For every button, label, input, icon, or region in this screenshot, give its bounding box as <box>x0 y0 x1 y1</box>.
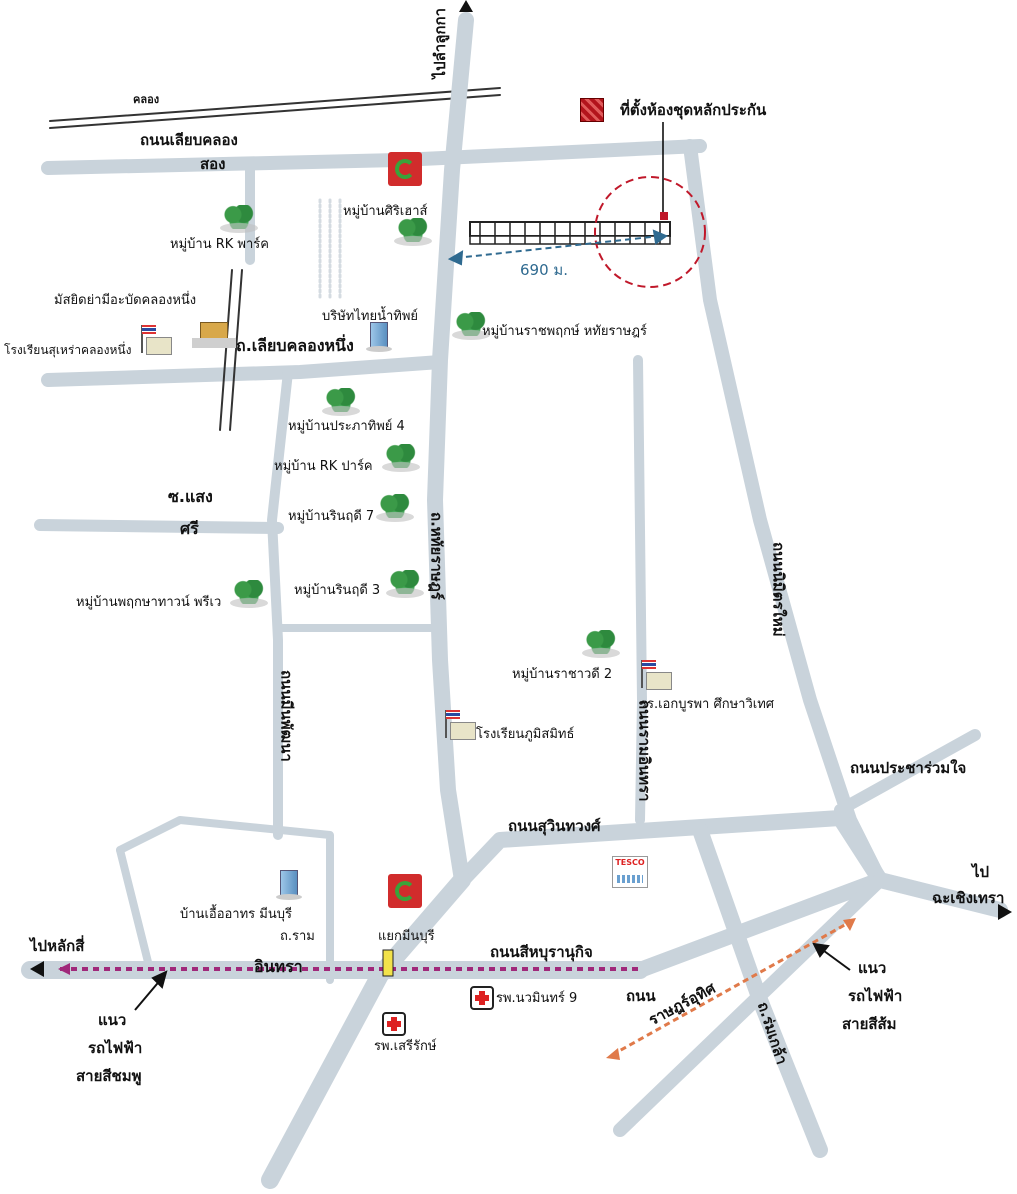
legend-swatch <box>580 98 604 122</box>
target-marker <box>660 212 668 220</box>
label-village-rinthip-7: หมู่บ้านรินฤดี 7 <box>288 509 375 524</box>
road-suwinthawong-ext <box>872 872 1008 918</box>
distance-arrow <box>447 229 669 266</box>
tree-icon <box>230 580 268 610</box>
tree-icon <box>582 630 620 660</box>
tesco-logo: TESCO <box>612 856 648 888</box>
label-pai-lak-si: ไปหลักสี่ <box>30 937 85 955</box>
label-village-phruksa-town: หมู่บ้านพฤกษาทาวน์ พรีเว <box>76 595 222 610</box>
tree-icon <box>452 312 490 342</box>
road-main-diag <box>261 871 471 1189</box>
canal-vertical <box>219 269 243 431</box>
arrow-left-icon <box>30 961 44 977</box>
label-village-ratchaphruk: หมู่บ้านราชพฤกษ์ หทัยราษฎร์ <box>482 324 648 339</box>
label-village-rk-park: หมู่บ้าน RK ปาร์ค <box>274 459 373 474</box>
legend-label: ที่ตั้งห้องชุดหลักประกัน <box>620 101 767 119</box>
label-school-sutheerat: โรงเรียนสุเหร่าคลองหนึ่ง <box>4 343 132 357</box>
building-icon <box>366 322 392 352</box>
road-lower-left <box>116 816 334 984</box>
label-pink-line-3: สายสีชมพู <box>76 1067 142 1085</box>
building-icon <box>276 870 302 900</box>
distance-label: 690 ม. <box>520 261 569 279</box>
road-lower-left-2 <box>116 846 154 974</box>
road-suwinthawong <box>454 810 888 888</box>
label-orange-line-3: สายสีส้ม <box>842 1015 897 1033</box>
label-baan-uea-arthorn: บ้านเอื้ออาทร มีนบุรี <box>180 907 292 922</box>
mosque-icon <box>192 318 236 348</box>
tree-icon <box>382 444 420 474</box>
tree-icon <box>394 218 432 248</box>
tree-icon <box>220 205 258 235</box>
label-hospital-serirak: รพ.เสรีรักษ์ <box>374 1039 437 1054</box>
pink-pointer <box>134 970 168 1011</box>
road-lam-luk-ka <box>427 12 474 888</box>
label-song: สอง <box>200 155 226 173</box>
label-sri: ศรี <box>180 519 199 538</box>
tree-icon <box>386 570 424 600</box>
orange-pointer <box>812 942 851 971</box>
label-village-rk-park-top: หมู่บ้าน RK พาร์ค <box>170 237 269 252</box>
label-village-prachathip: หมู่บ้านประภาทิพย์ 4 <box>288 419 405 434</box>
label-soi-saeng: ซ.แสง <box>168 487 213 506</box>
label-hospital-nawamin: รพ.นวมินทร์ 9 <box>496 991 578 1006</box>
label-village-ratchawadi-2: หมู่บ้านราชาวดี 2 <box>512 667 613 682</box>
label-village-rinthip-3: หมู่บ้านรินฤดี 3 <box>294 583 381 598</box>
canal <box>49 87 501 129</box>
label-pai-2: ฉะเชิงเทรา <box>932 889 1005 907</box>
road-inner-2 <box>267 367 293 840</box>
bigc-logo-bottom <box>388 874 422 908</box>
label-pink-line-2: รถไฟฟ้า <box>88 1039 143 1057</box>
arrow-right-icon <box>998 904 1012 920</box>
hospital-icon <box>470 986 494 1010</box>
junction-marker <box>382 949 394 977</box>
road-si-hburanukit <box>632 872 888 978</box>
road-rom-klao <box>613 873 887 1137</box>
label-mosque: มัสยิดย่ามีอะบัดคลองหนึ่ง <box>54 293 197 308</box>
road-faint <box>318 198 342 302</box>
road-liab-khlong <box>41 139 707 175</box>
label-ram: ถ.ราม <box>280 929 315 944</box>
label-pink-line-1: แนว <box>98 1011 127 1029</box>
rail-track <box>469 221 671 245</box>
tree-icon <box>322 388 360 418</box>
label-pai-lam-luk-ka: ไปลำลูกกา <box>431 8 449 79</box>
label-suwinthawong: ถนนสุวินทวงศ์ <box>508 817 601 835</box>
school-flag-icon <box>640 660 672 690</box>
bigc-logo-top <box>388 152 422 186</box>
label-intra: อินทรา <box>254 957 303 976</box>
label-orange-line-2: รถไฟฟ้า <box>848 987 903 1005</box>
label-si-hburanukit: ถนนสีหบุรานุกิจ <box>490 943 593 961</box>
label-liab-khlong-1: ถ.เลียบคลองหนึ่ง <box>236 336 354 355</box>
label-school-ekburapha: รร.เอกบูรพา ศึกษาวิเทศ <box>640 697 775 712</box>
label-prachar-ruam-jai: ถนนประชาร่วมใจ <box>850 759 967 777</box>
label-hathai-rat: ถ.หทัยราษฎร์ <box>427 512 446 600</box>
road-liab-khlong-1 <box>41 355 447 387</box>
label-rat-uthit-1: ถนน <box>626 987 656 1005</box>
label-pai-1: ไป <box>972 863 990 881</box>
tree-icon <box>376 494 414 524</box>
hospital-icon <box>382 1012 406 1036</box>
arrow-up-icon <box>459 0 473 12</box>
label-company-thai-nam-thip: บริษัทไทยน้ำทิพย์ <box>322 309 419 324</box>
label-canal-small: คลอง <box>133 93 160 106</box>
orange-line <box>606 918 856 1060</box>
label-si-nakharin: ถนนมีนพัฒนา <box>277 670 296 762</box>
label-liab-khlong: ถนนเลียบคลอง <box>140 131 238 149</box>
road-soi-saeng-sri <box>34 519 284 534</box>
label-school-phumisamit: โรงเรียนภูมิสมิทธ์ <box>476 727 575 742</box>
target-circle <box>594 176 706 288</box>
label-nimit-mai: ถนนนิมิตรใหม่ <box>769 542 788 637</box>
road-ratchawadi <box>633 355 647 825</box>
label-orange-line-1: แนว <box>858 959 887 977</box>
label-ramindra-vertical: ถนนรามอินทรา <box>635 700 654 802</box>
school-flag-icon <box>140 325 172 355</box>
label-junction-minburi: แยกมีนบุรี <box>378 929 435 944</box>
label-village-siri-home: หมู่บ้านศิริเฮาส์ <box>343 204 428 219</box>
school-flag-icon <box>444 710 476 740</box>
pink-line <box>58 963 638 975</box>
road-prachar-ruam-jai <box>834 729 981 816</box>
